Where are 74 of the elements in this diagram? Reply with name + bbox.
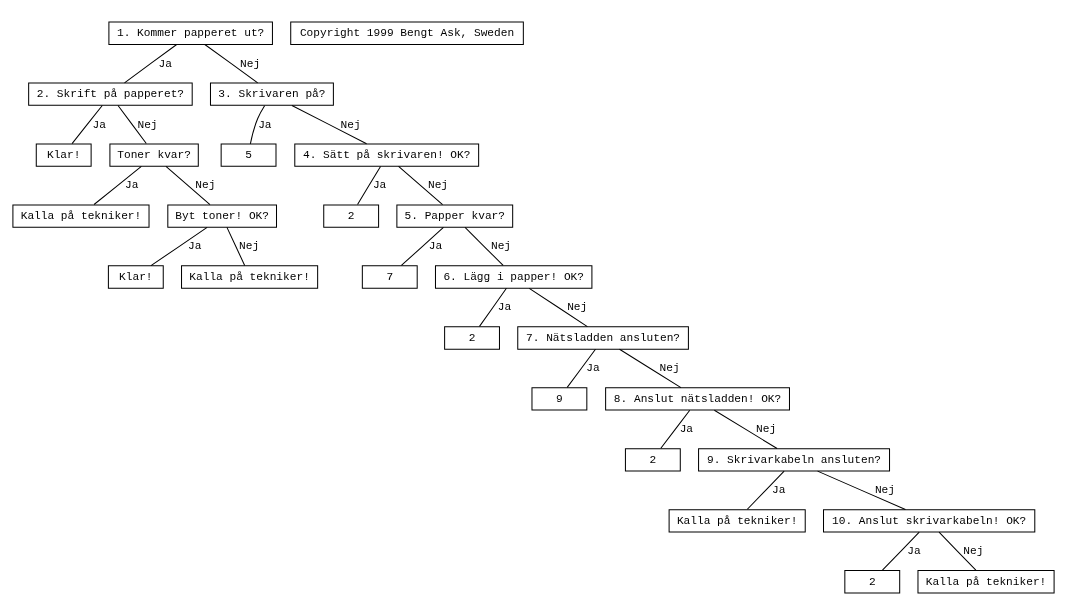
node-box: Klar! bbox=[107, 264, 164, 289]
connector bbox=[150, 226, 208, 266]
node-box: Kalla på tekniker! bbox=[668, 508, 806, 532]
node-box: 2 bbox=[323, 203, 380, 228]
connector bbox=[938, 531, 977, 571]
node-box: 10. Anslut skrivarkabeln! OK? bbox=[823, 508, 1036, 532]
edge-label: Ja bbox=[907, 544, 921, 557]
node-box: 2 bbox=[844, 569, 901, 593]
connector bbox=[746, 470, 785, 510]
connector bbox=[660, 409, 691, 449]
edge-label: Ja bbox=[497, 300, 512, 313]
node-box: Byt toner! OK? bbox=[167, 203, 277, 228]
edge-label: Nej bbox=[567, 300, 588, 313]
edge-label: Ja bbox=[679, 422, 694, 435]
node-box: Kalla på tekniker! bbox=[12, 203, 150, 228]
connector bbox=[881, 531, 920, 571]
node-box: Copyright 1999 Bengt Ask, Sweden bbox=[290, 21, 524, 45]
edge-label: Nej bbox=[240, 57, 261, 70]
node-box: 5. Papper kvar? bbox=[396, 203, 514, 228]
connector bbox=[400, 226, 444, 266]
edge-label: Ja bbox=[428, 239, 443, 252]
node-box: 1. Kommer papperet ut? bbox=[108, 21, 273, 45]
connector bbox=[464, 226, 504, 266]
edge-label: Ja bbox=[158, 57, 172, 70]
connector bbox=[71, 104, 103, 144]
edge-label: Nej bbox=[659, 361, 680, 374]
edge-label: Nej bbox=[963, 544, 984, 557]
connector bbox=[249, 104, 266, 144]
connector bbox=[479, 287, 507, 327]
node-box: 9. Skrivarkabeln ansluten? bbox=[698, 447, 891, 472]
edge-label: Ja bbox=[772, 483, 786, 496]
node-box: 3. Skrivaren på? bbox=[209, 82, 334, 106]
connector bbox=[93, 165, 142, 205]
edge-label: Nej bbox=[756, 422, 777, 435]
edge-label: Nej bbox=[874, 483, 896, 496]
connector bbox=[117, 104, 147, 144]
edge-label: Nej bbox=[340, 118, 361, 130]
connector bbox=[713, 409, 778, 449]
node-box: 2 bbox=[624, 447, 681, 472]
connector bbox=[398, 165, 444, 205]
node-box: 7 bbox=[361, 264, 418, 289]
connector bbox=[291, 104, 368, 144]
node-box: 6. Lägg i papper! OK? bbox=[434, 264, 593, 289]
edge-label: Nej bbox=[195, 178, 216, 191]
node-box: Kalla på tekniker! bbox=[181, 264, 319, 289]
edge-label: Nej bbox=[427, 178, 449, 191]
connector bbox=[566, 348, 596, 388]
edge-label: Ja bbox=[372, 178, 387, 191]
connector bbox=[165, 165, 211, 205]
connector bbox=[817, 470, 906, 510]
edge-label: Ja bbox=[258, 118, 272, 130]
connector bbox=[204, 43, 259, 83]
connector bbox=[528, 287, 588, 327]
node-box: 2 bbox=[444, 325, 500, 350]
node-box: 7. Nätsladden ansluten? bbox=[517, 325, 689, 350]
edge-label: Nej bbox=[137, 118, 158, 130]
edge-label: Ja bbox=[125, 178, 139, 191]
node-box: 2. Skrift på papperet? bbox=[28, 82, 193, 106]
edge-label: Ja bbox=[92, 118, 106, 130]
node-box: 5 bbox=[220, 142, 277, 167]
node-box: Kalla på tekniker! bbox=[917, 569, 1055, 593]
edge-label: Nej bbox=[490, 239, 512, 252]
node-box: 9 bbox=[531, 386, 588, 411]
node-box: 8. Anslut nätsladden! OK? bbox=[605, 386, 790, 411]
edge-label: Nej bbox=[239, 239, 260, 252]
connector bbox=[226, 226, 246, 266]
edge-label: Ja bbox=[586, 361, 600, 374]
connector bbox=[619, 348, 682, 388]
connector bbox=[124, 43, 178, 83]
connector bbox=[357, 165, 382, 205]
node-box: Klar! bbox=[35, 142, 92, 167]
node-box: 4. Sätt på skrivaren! OK? bbox=[294, 142, 480, 167]
edge-label: Ja bbox=[188, 239, 202, 252]
node-box: Toner kvar? bbox=[109, 142, 199, 167]
